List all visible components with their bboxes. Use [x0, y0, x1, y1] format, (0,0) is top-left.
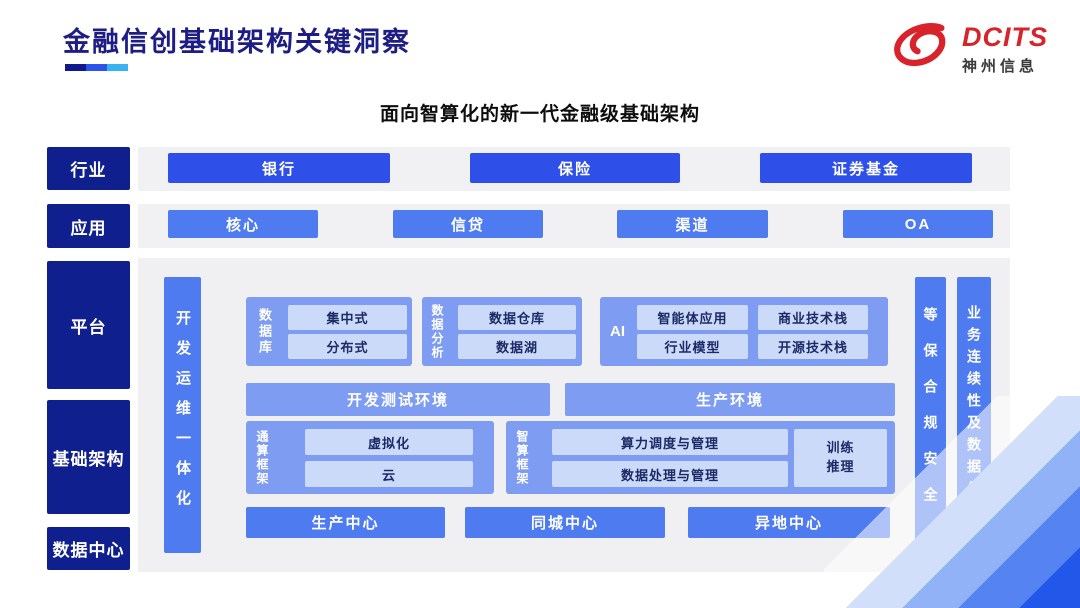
rail-item-platform: 平台 [47, 261, 130, 389]
compute-scheduling-box: 算力调度与管理 [552, 429, 788, 455]
general-compute-label: 通算框架 [255, 429, 269, 486]
underline-segment-sky [107, 64, 128, 71]
industry-insurance-box: 保险 [470, 153, 680, 183]
industry-bank-box: 银行 [168, 153, 390, 183]
industry-securities-box: 证券基金 [760, 153, 972, 183]
analytics-warehouse-box: 数据仓库 [458, 305, 576, 330]
ai-industry-models-box: 行业模型 [637, 334, 748, 359]
analytics-group-label: 数据分析 [430, 303, 444, 360]
production-center-box: 生产中心 [246, 507, 445, 538]
ai-compute-label: 智算框架 [515, 429, 529, 486]
app-oa-box: OA [843, 210, 993, 238]
database-group-label: 数据库 [257, 307, 272, 356]
rail-item-infrastructure: 基础架构 [47, 400, 130, 514]
app-channel-box: 渠道 [617, 210, 768, 238]
ai-opensource-stack-box: 开源技术栈 [758, 334, 868, 359]
ai-group: AI 智能体应用 商业技术栈 行业模型 开源技术栈 [600, 297, 888, 366]
virtualization-box: 虚拟化 [305, 429, 473, 455]
database-distributed-box: 分布式 [288, 334, 407, 359]
devops-vertical-bar: 开发运维一体化 [164, 277, 201, 553]
page-title: 金融信创基础架构关键洞察 [63, 27, 411, 57]
database-centralized-box: 集中式 [288, 305, 407, 330]
devtest-environment-bar: 开发测试环境 [246, 383, 550, 416]
underline-segment-navy [65, 64, 86, 71]
data-processing-box: 数据处理与管理 [552, 461, 788, 487]
analytics-group: 数据分析 数据仓库 数据湖 [422, 297, 582, 366]
devops-vertical-label: 开发运维一体化 [174, 310, 191, 520]
analytics-datalake-box: 数据湖 [458, 334, 576, 359]
logo: DCITS 神州信息 [888, 20, 1048, 78]
ai-agent-apps-box: 智能体应用 [637, 305, 748, 330]
section-subtitle: 面向智算化的新一代金融级基础架构 [379, 104, 700, 125]
database-group: 数据库 集中式 分布式 [246, 297, 412, 366]
title-underline [65, 64, 128, 71]
rail-item-datacenter: 数据中心 [47, 527, 130, 570]
ai-commercial-stack-box: 商业技术栈 [758, 305, 868, 330]
logo-text: DCITS 神州信息 [962, 20, 1048, 78]
general-compute-group: 通算框架 虚拟化 云 [246, 421, 494, 494]
logo-company-text: 神州信息 [962, 58, 1039, 75]
ai-group-label: AI [610, 323, 625, 340]
app-credit-box: 信贷 [393, 210, 543, 238]
logo-brand-text: DCITS [962, 22, 1048, 52]
underline-segment-blue [86, 64, 107, 71]
samecity-center-box: 同城中心 [465, 507, 665, 538]
logo-swirl-icon [894, 23, 946, 67]
rail-item-industry: 行业 [47, 147, 130, 190]
corner-diagonal-decoration [824, 396, 1080, 608]
app-core-box: 核心 [168, 210, 318, 238]
rail-item-application: 应用 [47, 204, 130, 248]
cloud-box: 云 [305, 461, 473, 487]
